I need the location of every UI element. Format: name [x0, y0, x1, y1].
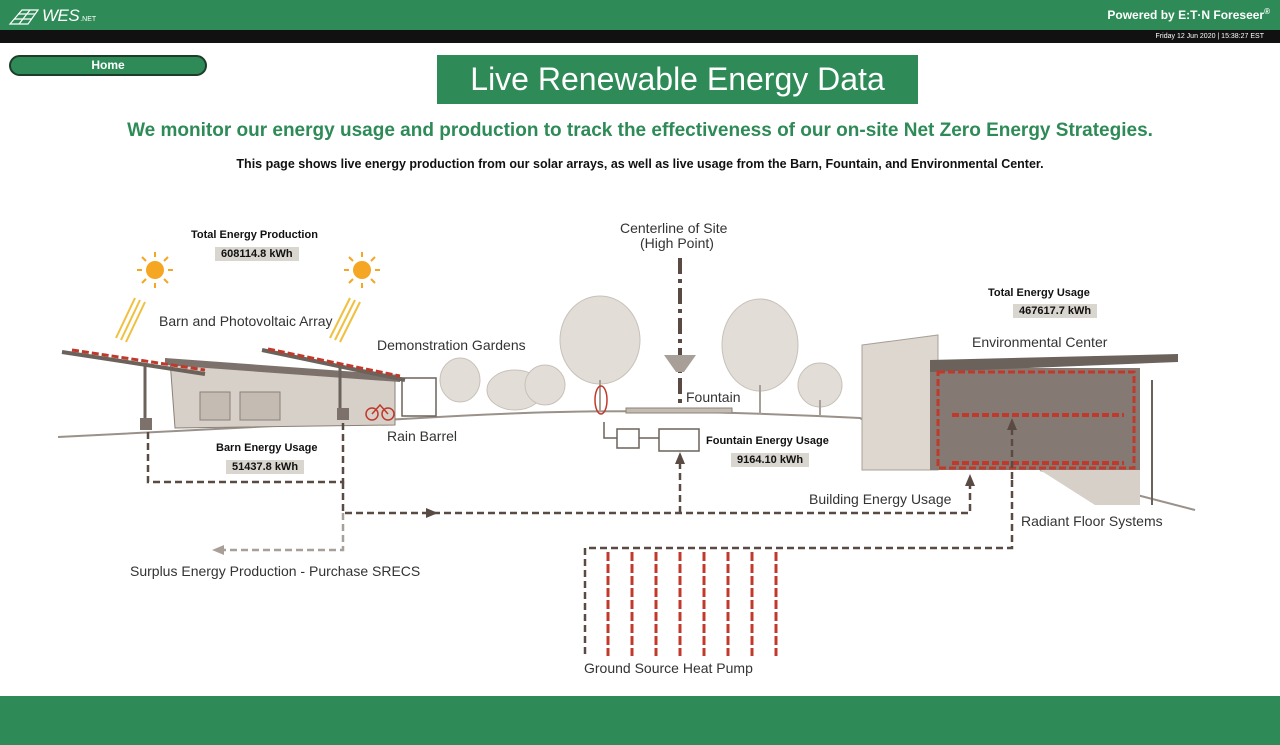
top-bar: WES .NET Powered by E:T·N Foreseer® — [0, 0, 1280, 30]
energy-flow-lines — [146, 420, 1014, 656]
rain-barrel-label: Rain Barrel — [387, 428, 458, 444]
home-button[interactable]: Home — [9, 55, 207, 76]
wes-logo[interactable]: WES .NET — [8, 2, 96, 28]
centerline-label: Centerline of Site — [620, 220, 728, 236]
page-title: Live Renewable Energy Data — [437, 55, 918, 104]
page-subtitle: We monitor our energy usage and producti… — [127, 120, 1153, 141]
surplus-label: Surplus Energy Production - Purchase SRE… — [130, 563, 421, 579]
date-time: Friday 12 Jun 2020 | 15:38:27 EST — [1155, 33, 1264, 40]
demo-gardens-label: Demonstration Gardens — [377, 337, 526, 353]
high-point-label: (High Point) — [640, 235, 714, 251]
ground-source-label: Ground Source Heat Pump — [584, 660, 753, 676]
building-usage-label: Building Energy Usage — [809, 491, 952, 507]
barn-usage-title: Barn Energy Usage — [216, 442, 318, 454]
barn-pv-illustration — [61, 347, 406, 430]
sun-icon — [329, 252, 380, 343]
total-production-value: 608114.8 kWh — [215, 247, 299, 261]
fountain-label: Fountain — [686, 389, 741, 405]
fountain-illustration — [625, 407, 733, 414]
registered-mark: ® — [1264, 7, 1270, 16]
sun-icon — [115, 252, 173, 343]
fountain-usage-title: Fountain Energy Usage — [706, 435, 829, 447]
site-illustration — [57, 252, 1196, 656]
powered-by-label: Powered by E:T·N Foreseer® — [1107, 7, 1270, 22]
date-bar: Friday 12 Jun 2020 | 15:38:27 EST — [0, 30, 1280, 43]
solar-panel-logo-icon — [8, 9, 40, 25]
footer-bar — [0, 696, 1280, 745]
logo-subtext: .NET — [80, 16, 97, 23]
rain-barrel-illustration — [365, 377, 437, 421]
total-usage-title: Total Energy Usage — [988, 287, 1090, 299]
environmental-center-illustration — [861, 334, 1178, 505]
total-usage-value: 467617.7 kWh — [1013, 304, 1098, 318]
logo-text: WES — [42, 6, 80, 25]
fountain-usage-value: 9164.10 kWh — [731, 453, 810, 467]
barn-pv-label: Barn and Photovoltaic Array — [159, 313, 333, 329]
total-production-title: Total Energy Production — [191, 229, 318, 241]
page-description: This page shows live energy production f… — [236, 157, 1044, 171]
env-center-label: Environmental Center — [972, 334, 1108, 350]
trees-illustration — [439, 295, 843, 411]
radiant-floor-label: Radiant Floor Systems — [1021, 513, 1163, 529]
ground-source-loops — [606, 552, 778, 656]
energy-flow-diagram: Barn and Photovoltaic Array Demonstratio… — [0, 190, 1280, 690]
powered-by-text: Powered by E:T·N Foreseer — [1107, 8, 1265, 22]
barn-usage-value: 51437.8 kWh — [226, 460, 305, 474]
